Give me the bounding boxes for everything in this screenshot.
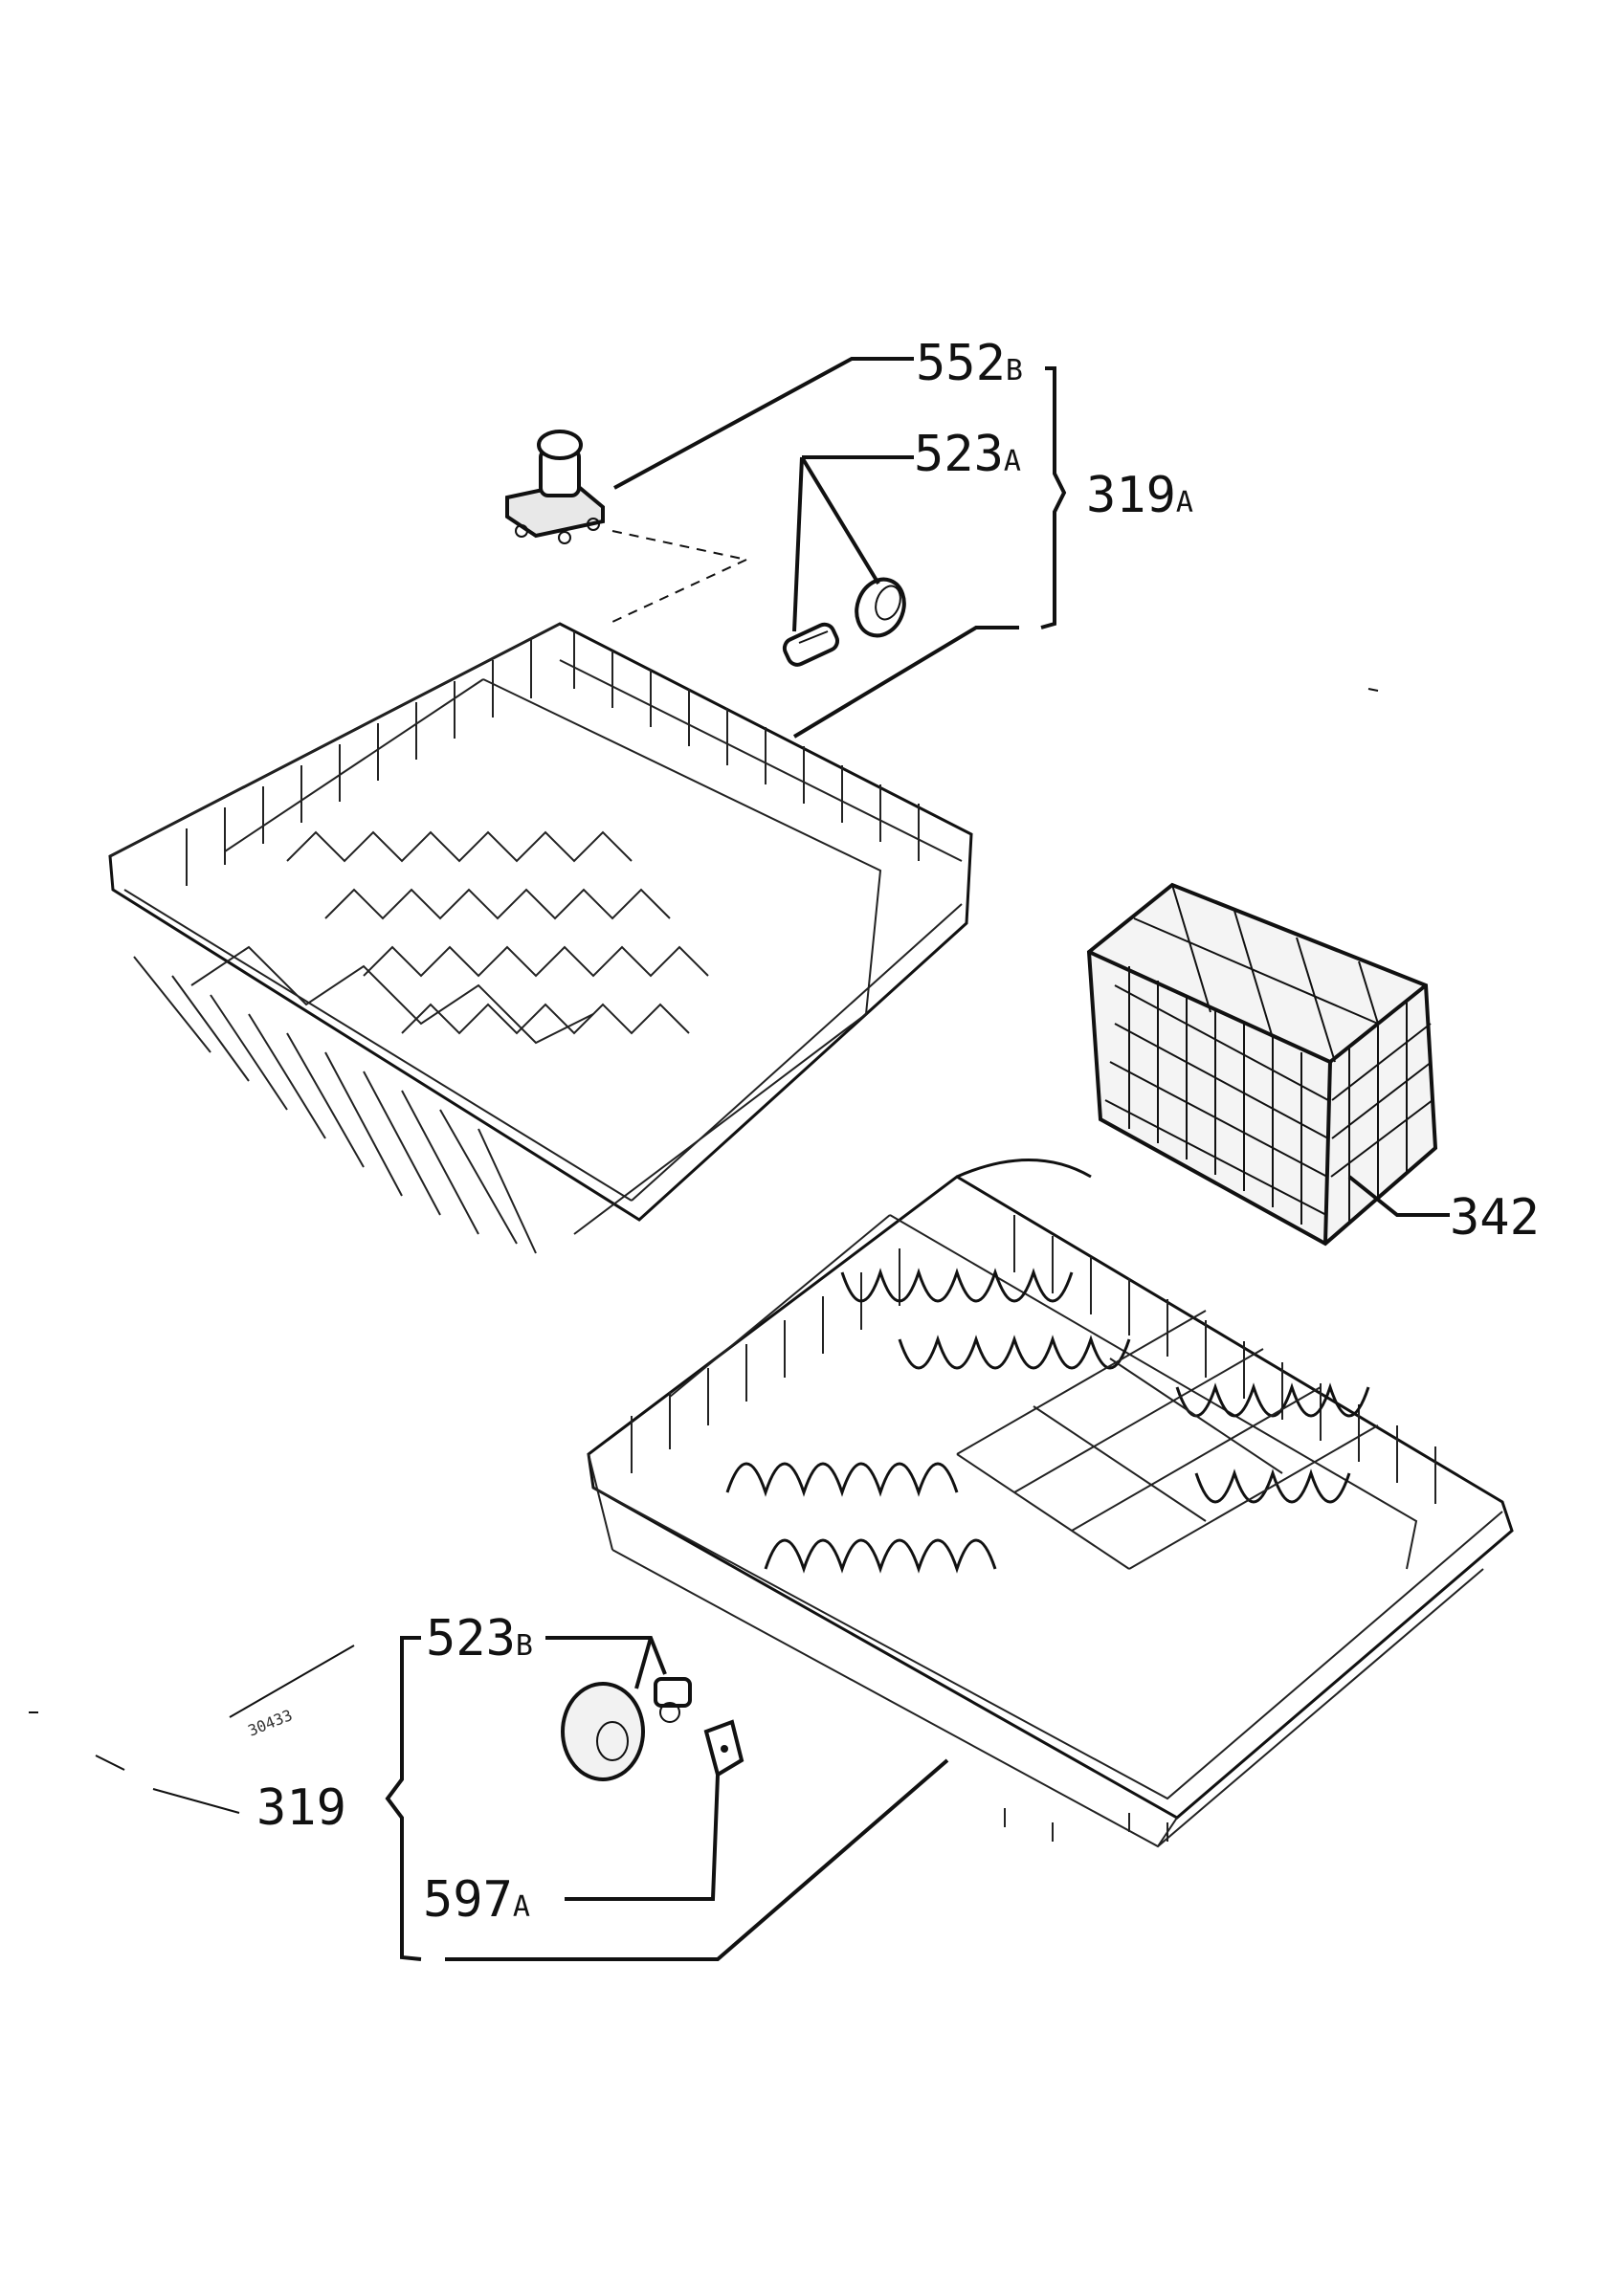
wheel-icon	[561, 1677, 692, 1781]
wheel-icon	[782, 577, 906, 667]
label-319: 319	[256, 1779, 346, 1837]
upper-rack-icon	[108, 622, 973, 1254]
label-523a: 523A	[914, 426, 1021, 483]
margin-code: 30433	[245, 1706, 295, 1740]
label-319a: 319A	[1086, 467, 1193, 524]
spray-arm-hub-icon	[505, 430, 605, 544]
label-342: 342	[1450, 1189, 1540, 1247]
label-597a: 597A	[423, 1871, 530, 1929]
lower-rack-icon	[587, 1159, 1514, 1848]
label-523b: 523B	[426, 1610, 533, 1667]
cutlery-basket-icon	[1086, 882, 1450, 1247]
label-552b: 552B	[916, 335, 1023, 392]
stopper-clip-icon	[703, 1719, 744, 1778]
